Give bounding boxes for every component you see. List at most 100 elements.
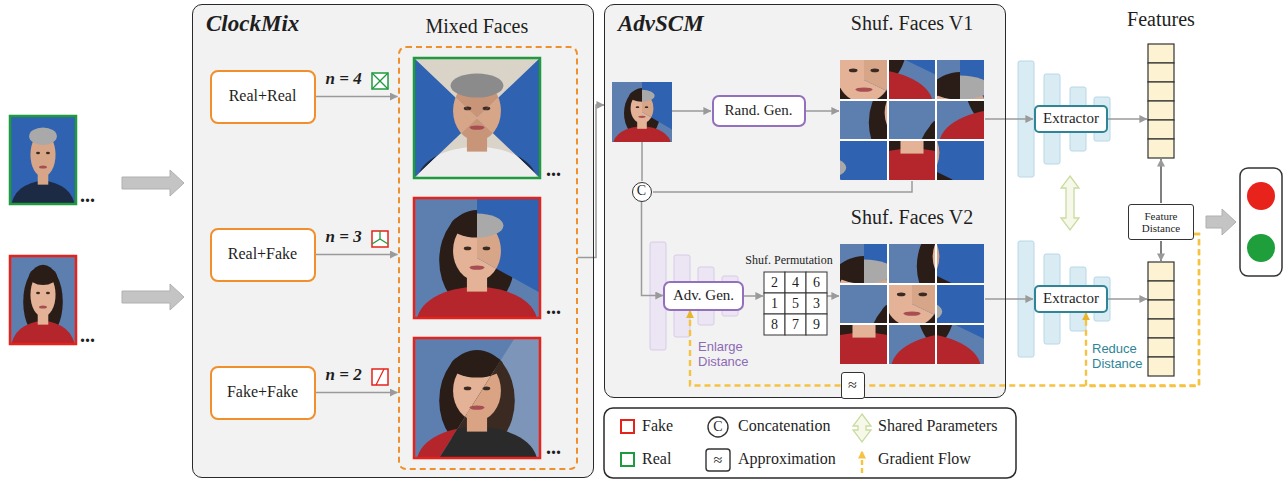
permutation-index: 6	[813, 274, 820, 290]
face-mouth	[469, 265, 484, 269]
block-arrow	[122, 170, 184, 196]
extractor-box: Extractor	[1034, 285, 1108, 312]
mixed-part	[888, 100, 936, 140]
extractor-box: Extractor	[1034, 105, 1108, 132]
face-eye	[645, 106, 649, 108]
panel-title: ClockMix	[206, 11, 299, 37]
tile-content	[840, 324, 888, 364]
ellipsis: ...	[546, 158, 561, 181]
flow-line	[1108, 298, 1147, 300]
face-figure	[414, 58, 540, 178]
mix-icon-spoke	[380, 369, 384, 377]
circle-label: C	[637, 183, 646, 199]
shuffled-tile	[840, 324, 888, 364]
face-clothes	[939, 109, 984, 140]
shuffled-tile	[936, 60, 984, 100]
generator-box: Adv. Gen.	[663, 281, 744, 311]
face-clothes	[936, 333, 981, 364]
face-background	[936, 60, 984, 100]
shuffled-tile	[936, 100, 984, 140]
face-mouth	[469, 125, 484, 129]
shuffled-tile	[936, 324, 984, 364]
face-figure	[612, 82, 672, 142]
light-red	[1247, 182, 1275, 210]
face-figure	[888, 60, 936, 100]
face-hair-top	[451, 74, 504, 98]
mixed-part	[936, 324, 984, 364]
face-mouth	[903, 311, 920, 315]
legend-text: Concatenation	[738, 417, 830, 435]
flow-arrow	[316, 392, 398, 394]
tile-gap	[840, 283, 984, 285]
permutation-cell	[764, 293, 785, 314]
mixed-part	[888, 244, 936, 284]
legend-approx	[706, 449, 730, 471]
tile-content	[840, 140, 888, 180]
face-hair-top	[29, 267, 57, 285]
face-mouth	[469, 405, 484, 409]
face-background	[888, 244, 936, 284]
face-clothes	[939, 109, 984, 140]
feature-cell	[1148, 139, 1174, 158]
flow-line	[985, 298, 1033, 300]
box-label: Adv. Gen.	[673, 287, 734, 304]
module-panel: ClockMixReal+RealReal+FakeFake+FakeMixed…	[192, 4, 594, 478]
face-background	[414, 198, 540, 318]
tile-gap	[840, 323, 984, 325]
permutation-cell	[785, 272, 806, 293]
tile-gap	[935, 244, 937, 364]
feature-cell	[1148, 120, 1174, 139]
face-background	[840, 140, 888, 180]
shuffled-tile	[888, 140, 936, 180]
feature-cell	[1148, 300, 1174, 319]
concat-circle: C	[632, 182, 652, 202]
face-background	[888, 284, 936, 324]
feature-cell	[1148, 63, 1174, 82]
face-neck	[467, 270, 487, 292]
edge-label: n = 3	[324, 227, 364, 247]
mixed-part	[840, 324, 888, 364]
face-figure	[10, 256, 76, 344]
face-skin	[888, 284, 936, 324]
tile-content	[936, 140, 984, 180]
face-figure	[936, 324, 984, 364]
mix-icon	[372, 369, 388, 385]
mix-icon	[372, 231, 388, 247]
face-hair-top	[840, 156, 846, 180]
feature-cell	[1148, 82, 1174, 101]
gradient-note: Enlarge Distance	[698, 340, 764, 370]
face-figure	[840, 60, 888, 100]
face-figure	[840, 324, 888, 364]
face-eye	[870, 69, 879, 73]
permutation-cell	[764, 314, 785, 335]
face-background	[840, 140, 888, 180]
flow-arrow	[642, 202, 663, 296]
permutation-index: 7	[792, 316, 799, 332]
mixed-part	[888, 60, 936, 100]
tile-gap	[935, 60, 937, 180]
mix-icon-spoke	[379, 231, 380, 239]
permutation-cell	[785, 314, 806, 335]
face-eye	[46, 152, 50, 155]
block-arrow	[1206, 209, 1236, 235]
face-hair	[917, 244, 936, 284]
permutation-cell	[806, 293, 827, 314]
shuffled-tile	[840, 100, 888, 140]
shared-arrow	[1061, 176, 1079, 230]
face-background	[840, 100, 888, 140]
module-panel: AdvSCMRand. Gen.CAdv. Gen.≈	[604, 4, 1006, 398]
feature-cell	[1148, 319, 1174, 338]
mixed-part	[840, 284, 888, 324]
permutation-index: 9	[813, 316, 820, 332]
face-mouth	[855, 87, 872, 91]
tile-gap	[840, 99, 984, 101]
flow-line	[653, 181, 912, 192]
face-figure	[840, 140, 888, 180]
tile-content	[936, 100, 984, 140]
face-eye	[918, 293, 927, 297]
face-figure	[936, 140, 984, 180]
face-hair	[869, 100, 888, 140]
face-background	[888, 284, 936, 324]
face-figure	[888, 140, 936, 180]
face-clothes	[888, 69, 933, 100]
